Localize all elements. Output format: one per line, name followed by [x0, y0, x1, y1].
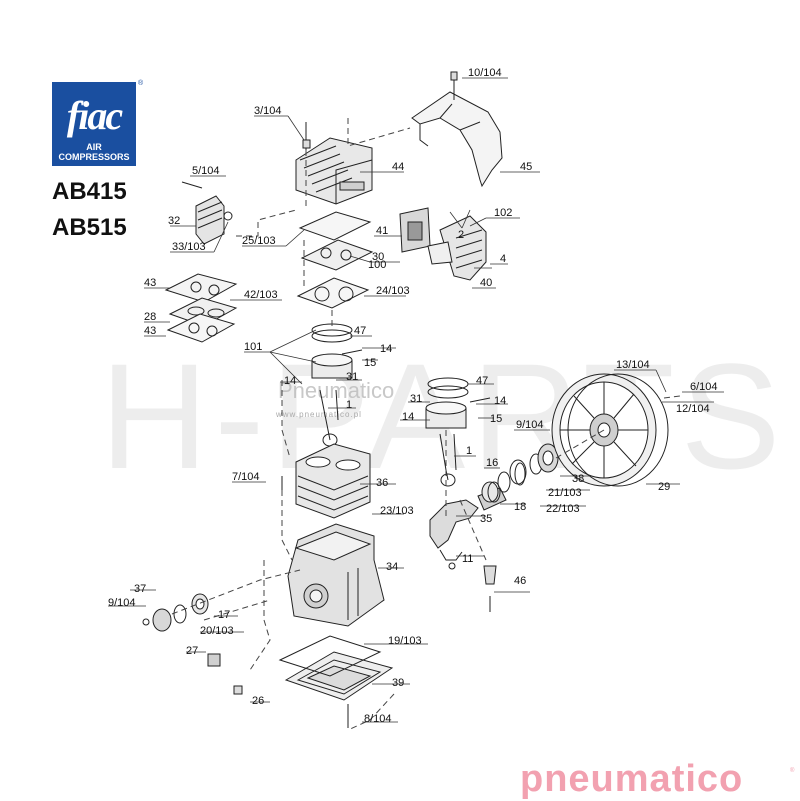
callout-label: 36 — [376, 477, 388, 489]
callout-label: 3/104 — [254, 105, 282, 117]
callout-label: 43 — [144, 325, 156, 337]
callout-label: 16 — [486, 457, 498, 469]
callout-label: 46 — [514, 575, 526, 587]
callout-label: 15 — [490, 413, 502, 425]
callout-label: 44 — [392, 161, 404, 173]
callout-label: 24/103 — [376, 285, 410, 297]
cylinder-head-part — [295, 122, 373, 205]
callout-label: 19/103 — [388, 635, 422, 647]
callout-label: 1 — [346, 399, 352, 411]
callout-label: 39 — [392, 677, 404, 689]
callout-label: 27 — [186, 645, 198, 657]
cover-plates-part — [399, 207, 487, 281]
bearings-part — [152, 462, 526, 632]
callout-label: 29 — [658, 481, 670, 493]
base-plate-part — [278, 635, 394, 728]
callout-label: 1 — [466, 445, 472, 457]
fiac-logo: fiac AIR COMPRESSORS — [52, 82, 136, 166]
callout-label: 2 — [458, 229, 464, 241]
piston-right-part — [425, 377, 491, 487]
callout-label: 25/103 — [242, 235, 276, 247]
callout-label: 30 — [372, 251, 384, 263]
callout-label: 18 — [514, 501, 526, 513]
callout-label: 28 — [144, 311, 156, 323]
model-name: AB415 — [52, 178, 127, 205]
callout-label: 14 — [284, 375, 296, 387]
callout-labels: 10/104 3/104 44 45 5/104 32 33/103 25/10… — [108, 67, 718, 725]
callout-label: 41 — [376, 225, 388, 237]
piston-left-part — [311, 323, 363, 447]
callout-label: 5/104 — [192, 165, 220, 177]
callout-label: 9/104 — [108, 597, 136, 609]
callout-label: 17 — [218, 609, 230, 621]
callout-label: 37 — [134, 583, 146, 595]
callout-label: 32 — [168, 215, 180, 227]
callout-label: 45 — [520, 161, 532, 173]
callout-label: 47 — [476, 375, 488, 387]
callout-label: 40 — [480, 277, 492, 289]
valve-plate-part — [296, 211, 374, 309]
callout-label: 11 — [462, 553, 473, 565]
callout-label: 15 — [364, 357, 376, 369]
callout-label: 21/103 — [548, 487, 582, 499]
crankcase-part — [287, 523, 385, 627]
crankshaft-part — [429, 443, 559, 561]
callout-label: 38 — [572, 473, 584, 485]
callout-label: 47 — [354, 325, 366, 337]
callout-label: 4 — [500, 253, 506, 265]
callout-label: 31 — [346, 371, 358, 383]
callout-label: 9/104 — [516, 419, 544, 431]
callout-label: 12/104 — [676, 403, 710, 415]
callout-label: 34 — [386, 561, 398, 573]
callout-label: 7/104 — [232, 471, 260, 483]
cylinder-block-part — [281, 443, 371, 519]
assembly-lines — [171, 118, 681, 731]
callout-label: 14 — [380, 343, 392, 355]
callout-label: 6/104 — [690, 381, 718, 393]
logo-wordmark: fiac — [66, 93, 123, 138]
callout-label: 102 — [494, 207, 512, 219]
callout-label: 31 — [410, 393, 422, 405]
callout-label: 13/104 — [616, 359, 650, 371]
left-gaskets-part — [164, 273, 238, 343]
callout-label: 100 — [368, 259, 386, 271]
side-head-part — [181, 181, 233, 245]
brand-registered-mark: ® — [790, 768, 795, 774]
callout-label: 14 — [494, 395, 506, 407]
callout-label: 42/103 — [244, 289, 278, 301]
logo-subtext: AIR COMPRESSORS — [58, 142, 130, 162]
callout-label: 10/104 — [468, 67, 502, 79]
callout-label: 20/103 — [200, 625, 234, 637]
flywheel-part — [551, 373, 669, 487]
fan-cover-part — [411, 71, 503, 188]
callout-label: 8/104 — [364, 713, 392, 725]
logo-registered-mark: ® — [138, 80, 144, 87]
callout-label: 101 — [244, 341, 262, 353]
watermark-url: www.pneumatico.pl — [276, 410, 362, 419]
small-fittings-part — [142, 562, 497, 695]
pneumatico-brand: pneumatico — [520, 758, 744, 800]
callout-label: 14 — [402, 411, 414, 423]
callout-leaders — [108, 77, 724, 723]
callout-label: 43 — [144, 277, 156, 289]
callout-label: 23/103 — [380, 505, 414, 517]
callout-label: 35 — [480, 513, 492, 525]
model-name: AB515 — [52, 214, 127, 241]
callout-label: 26 — [252, 695, 264, 707]
callout-label: 33/103 — [172, 241, 206, 253]
callout-label: 22/103 — [546, 503, 580, 515]
